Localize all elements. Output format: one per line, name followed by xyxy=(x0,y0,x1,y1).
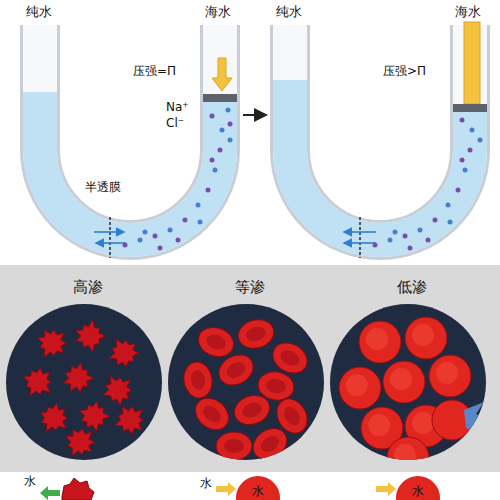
cell-dish: 等渗 xyxy=(164,278,336,468)
ion-label: Na⁺ xyxy=(166,100,189,114)
red-blood-cell xyxy=(235,316,277,352)
swollen-cell xyxy=(405,317,447,359)
u-tube xyxy=(290,22,487,258)
crenated-cell xyxy=(115,406,143,434)
crenated-cell xyxy=(41,403,68,432)
water-label: 水 xyxy=(200,476,212,490)
cell-center xyxy=(189,369,206,391)
dish-svg xyxy=(2,298,166,464)
u-tube xyxy=(40,25,237,258)
crenated-cell xyxy=(103,376,132,405)
crenated-cell xyxy=(23,368,50,396)
cell-highlight xyxy=(346,374,368,396)
swollen-cell xyxy=(383,361,425,403)
cell-dish: 低渗 xyxy=(326,278,498,468)
transition-arrow xyxy=(243,114,266,116)
water-label: 水 xyxy=(252,484,264,498)
cell-center xyxy=(200,402,224,426)
cell-body xyxy=(189,392,235,437)
swollen-cell xyxy=(429,355,471,397)
cell-center xyxy=(204,332,228,352)
red-blood-cell xyxy=(194,323,237,362)
liquid-label: 海水 xyxy=(205,4,231,20)
cell-center xyxy=(240,400,264,420)
red-blood-cell xyxy=(247,422,293,464)
cell-body xyxy=(247,422,293,464)
cell-body xyxy=(216,432,252,460)
liquid-label: 纯水 xyxy=(26,4,52,20)
cell-icons xyxy=(40,476,440,500)
cell-body xyxy=(181,360,215,400)
cell-center xyxy=(224,359,248,381)
water-label: 水 xyxy=(412,484,424,498)
cell-center xyxy=(278,347,302,369)
cell-highlight xyxy=(412,324,434,346)
liquid-label: 海水 xyxy=(455,4,481,20)
red-blood-cell xyxy=(213,349,258,391)
cell-center xyxy=(258,433,282,456)
membrane-label: 半透膜 xyxy=(85,180,121,194)
red-blood-cell xyxy=(230,391,273,430)
water-label: 水 xyxy=(24,474,36,488)
swollen-cell xyxy=(387,437,429,464)
dish-circle xyxy=(6,304,162,460)
cell-group xyxy=(181,316,313,464)
cell-center xyxy=(245,325,268,344)
red-blood-cell xyxy=(189,392,235,437)
swollen-cell xyxy=(339,367,381,409)
ion-label: Cl⁻ xyxy=(166,116,184,130)
cell-highlight xyxy=(366,328,388,350)
cell-center xyxy=(281,404,303,428)
dish-svg xyxy=(164,298,328,464)
crenated-cell xyxy=(66,429,95,456)
crenated-cell xyxy=(110,339,139,366)
swollen-cell xyxy=(359,321,401,363)
burst-splash xyxy=(464,402,488,436)
cell-highlight xyxy=(390,368,412,390)
pressure-label: 压强>Π xyxy=(383,64,426,78)
cell-body xyxy=(213,349,258,391)
solution-heading: 高渗 xyxy=(2,278,174,296)
dish-circle xyxy=(168,304,324,460)
cell-highlight xyxy=(436,362,458,384)
liquid-label: 纯水 xyxy=(276,4,302,20)
cell-body xyxy=(235,316,277,352)
cell-body xyxy=(230,391,273,430)
cell-group xyxy=(23,320,143,456)
crenated-cell xyxy=(38,330,66,357)
solution-heading: 低渗 xyxy=(326,278,498,296)
cell-highlight xyxy=(412,412,434,434)
crenated-cell xyxy=(76,320,105,352)
background-band xyxy=(0,265,500,472)
red-blood-cell xyxy=(216,432,252,460)
cell-highlight xyxy=(394,444,416,464)
cell-body xyxy=(194,323,237,362)
cell-group xyxy=(339,317,488,464)
crenated-cell xyxy=(79,402,110,432)
red-blood-cell xyxy=(181,360,215,400)
cell-highlight xyxy=(368,414,390,436)
cell-center xyxy=(224,439,244,453)
crenated-cell xyxy=(63,363,94,393)
cell-dish: 高渗 xyxy=(2,278,174,468)
pressure-label: 压强=Π xyxy=(133,64,176,78)
cell-center xyxy=(265,377,287,394)
solution-heading: 等渗 xyxy=(164,278,336,296)
dish-svg xyxy=(326,298,490,464)
